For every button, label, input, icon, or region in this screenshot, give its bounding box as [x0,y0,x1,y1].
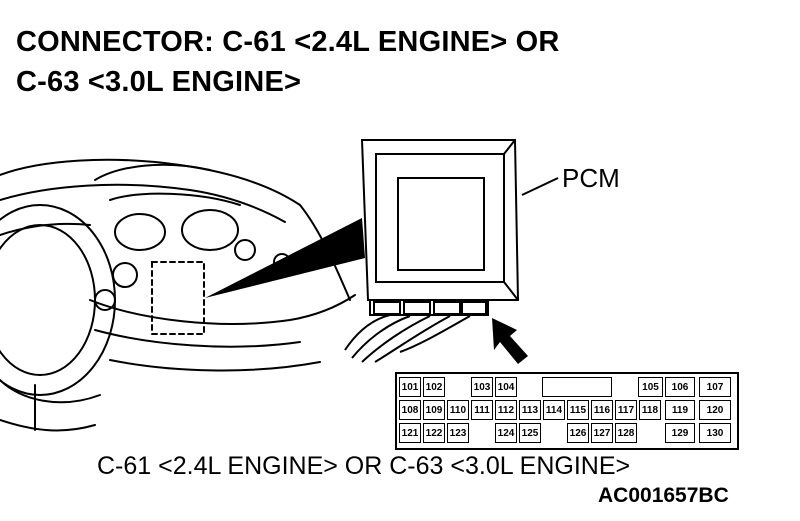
pin-119: 119 [665,400,695,420]
pin-109: 109 [423,400,445,420]
pin-123: 123 [447,423,469,443]
connector-pin-layout: 101 102 103 104 105 106 107 108 109 110 … [395,372,739,450]
pin-127: 127 [591,423,613,443]
pin-128: 128 [615,423,637,443]
pin-108: 108 [399,400,421,420]
pin-120: 120 [699,400,731,420]
pin-110: 110 [447,400,469,420]
pin-125: 125 [519,423,541,443]
figure-code: AC001657BC [598,484,729,507]
pin-105: 105 [638,377,663,397]
pin-130: 130 [699,423,731,443]
pin-115: 115 [567,400,589,420]
pcm-label: PCM [562,163,620,193]
diagram-title-line-2: C-63 <3.0L ENGINE> [16,66,302,98]
pin-102: 102 [423,377,445,397]
pin-116: 116 [591,400,613,420]
pin-118: 118 [639,400,661,420]
pin-104: 104 [495,377,517,397]
connector-key-slot [542,377,612,397]
pin-121: 121 [399,423,421,443]
pin-124: 124 [495,423,517,443]
pin-107: 107 [699,377,731,397]
connector-caption: C-61 <2.4L ENGINE> OR C-63 <3.0L ENGINE> [97,452,631,480]
pin-129: 129 [665,423,695,443]
pin-114: 114 [543,400,565,420]
pin-101: 101 [399,377,421,397]
diagram-title-line-1: CONNECTOR: C-61 <2.4L ENGINE> OR [16,26,560,58]
pin-106: 106 [665,377,695,397]
pin-111: 111 [471,400,493,420]
pin-113: 113 [519,400,541,420]
pin-103: 103 [471,377,493,397]
pin-117: 117 [615,400,637,420]
pin-126: 126 [567,423,589,443]
pin-112: 112 [495,400,517,420]
pin-122: 122 [423,423,445,443]
